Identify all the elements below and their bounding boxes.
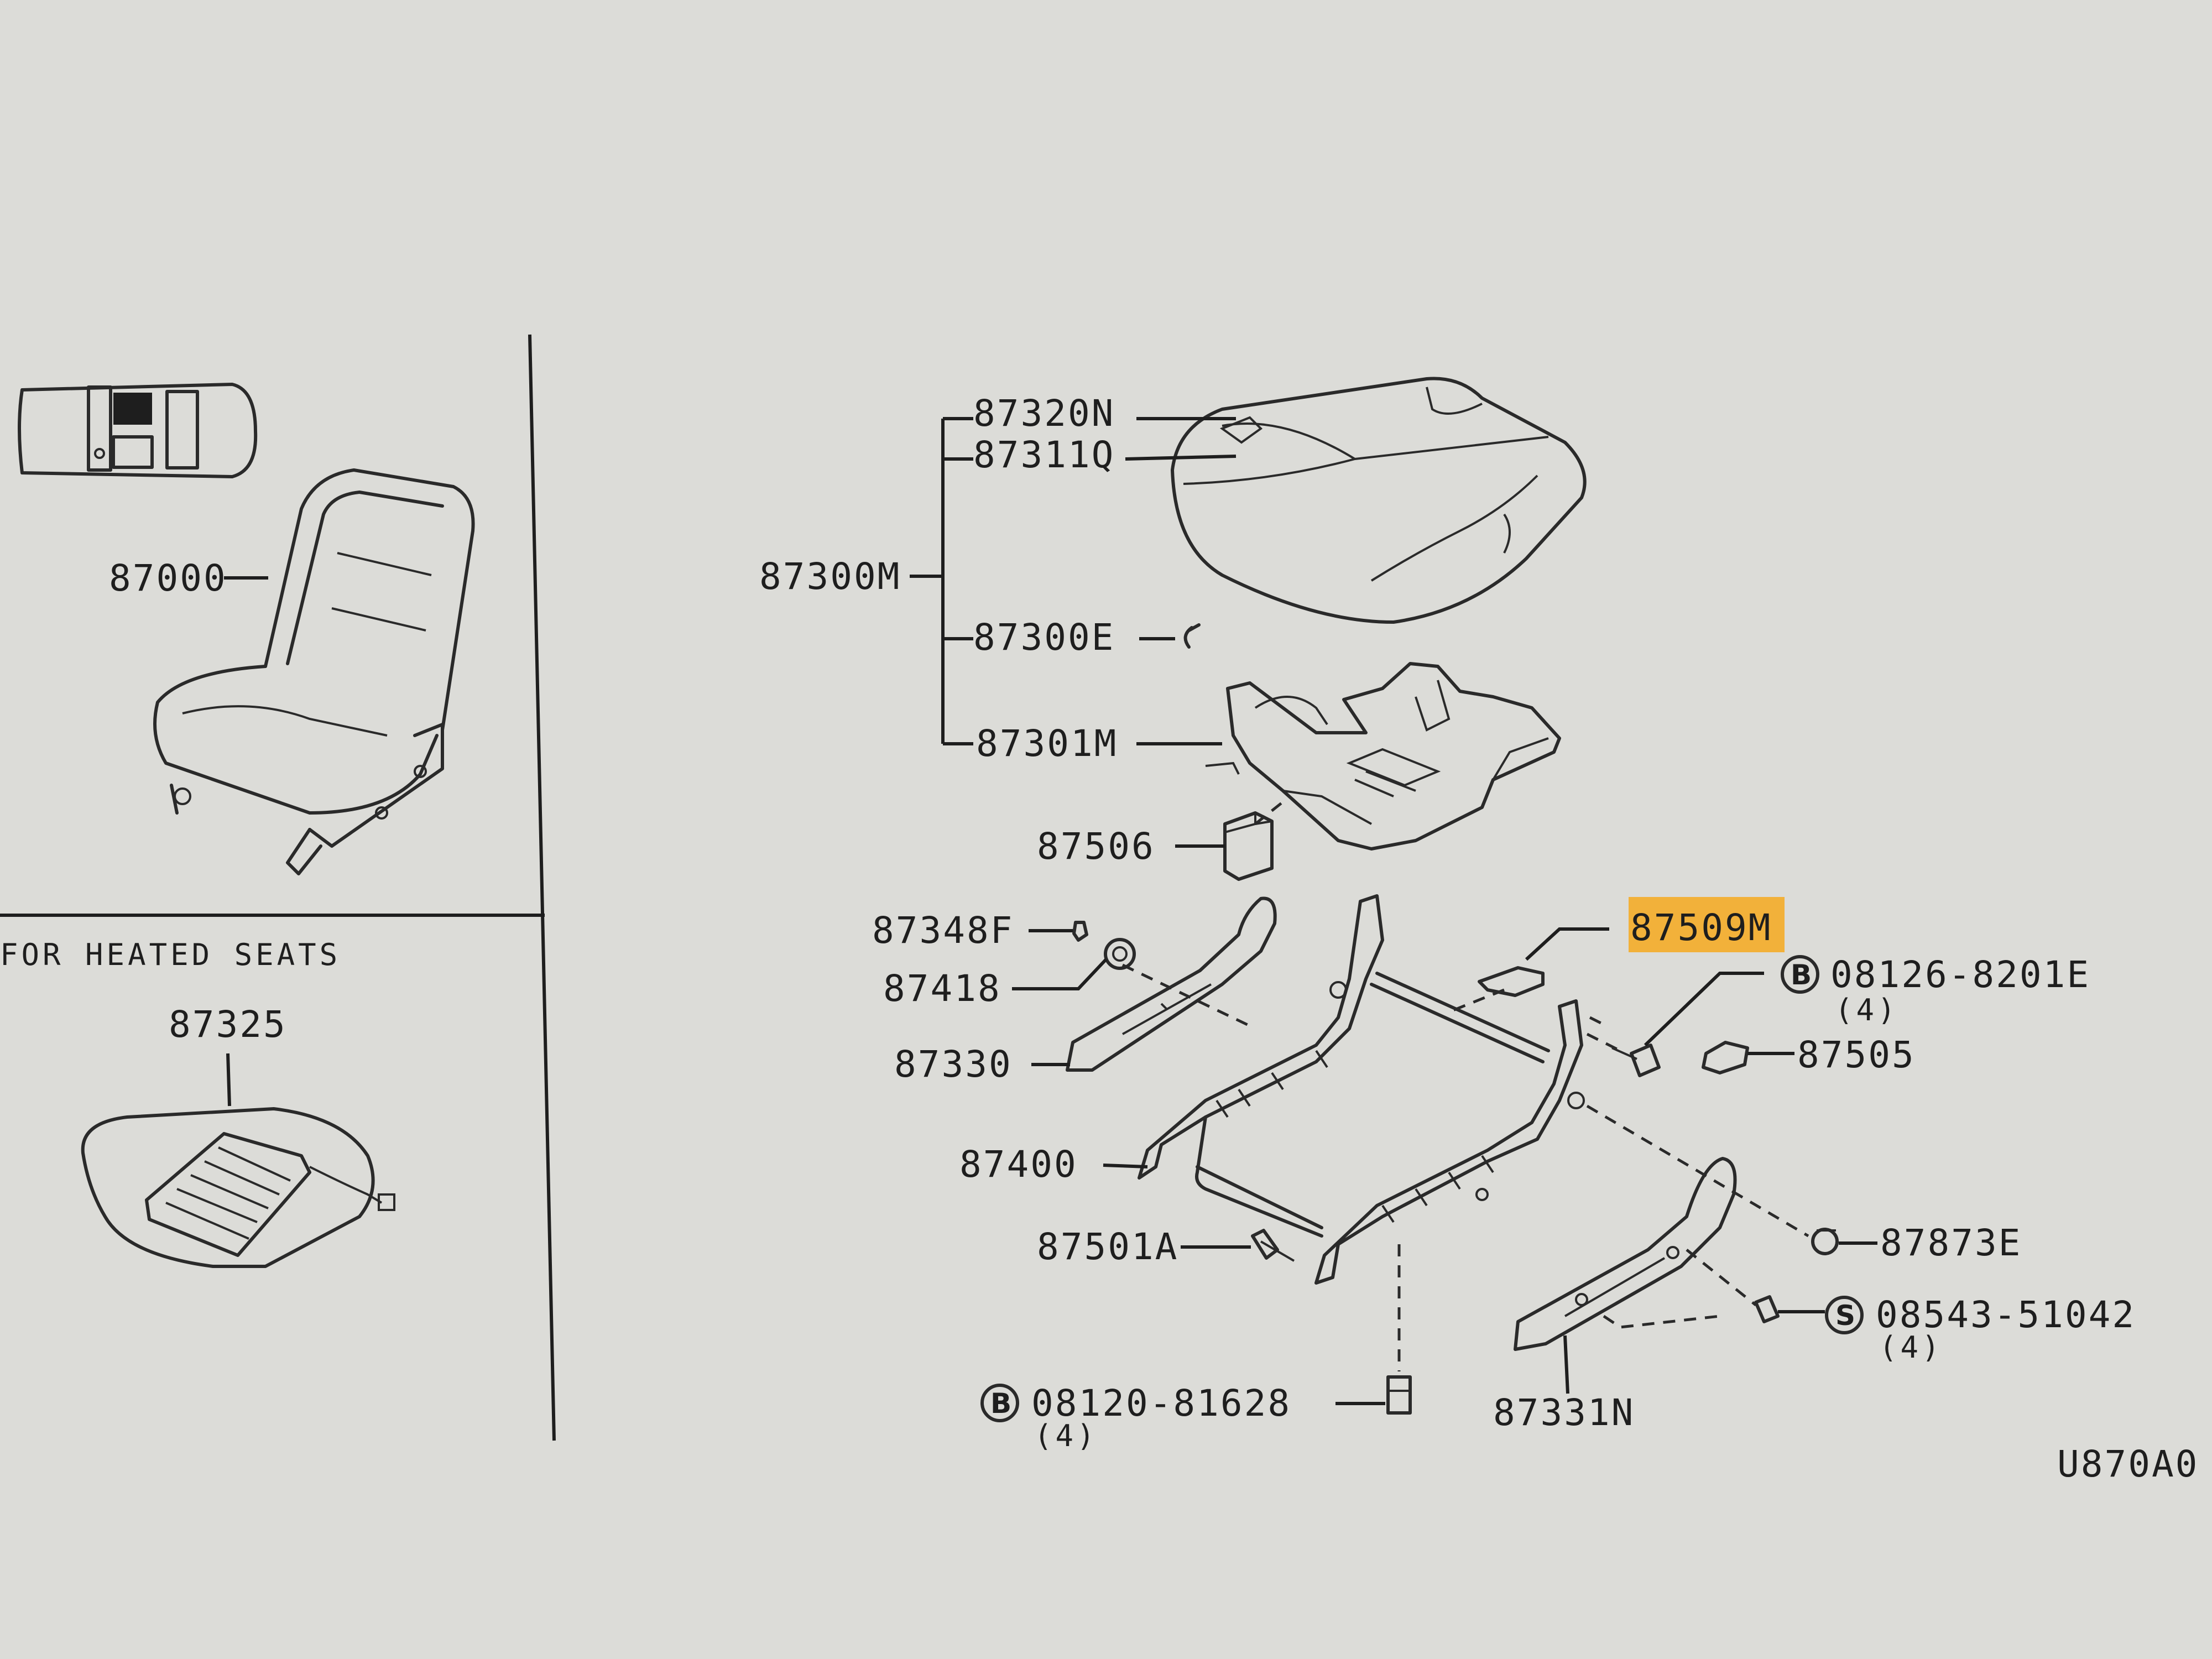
dash-87509M (1448, 988, 1505, 1014)
leader-87418 (1012, 958, 1108, 990)
screw-symbol-letter-08543: S (1835, 1300, 1855, 1332)
bolt-symbol-letter-08126: B (1791, 959, 1812, 991)
screw-symbol-circle-08543 (1825, 1296, 1864, 1334)
seat-assembly-illustration (153, 468, 475, 875)
qty-08120: (4) (1034, 1418, 1098, 1453)
leader-87400 (1103, 1164, 1148, 1168)
label-87873E: 87873E (1880, 1222, 2022, 1264)
part-87501A-icon (1251, 1229, 1295, 1262)
part-87509M-icon (1478, 966, 1545, 997)
heater-pad-illustration (81, 1107, 395, 1268)
bracket-87331N-illustration (1514, 1157, 1737, 1351)
highlight-87509M (1629, 897, 1785, 952)
leader-87325 (226, 1053, 231, 1107)
seat-slide-frame-87400 (1138, 894, 1585, 1285)
seat-cushion-trim-illustration (1171, 377, 1587, 624)
vertical-divider-line (528, 334, 556, 1441)
label-87300E: 87300E (973, 616, 1115, 659)
label-87400: 87400 (959, 1143, 1078, 1186)
qty-08126: (4) (1835, 993, 1899, 1027)
car-location-icon (18, 383, 258, 478)
bolt-symbol-circle-08120 (980, 1384, 1019, 1422)
label-87325: 87325 (169, 1003, 287, 1046)
part-87873E-icon (1811, 1228, 1839, 1255)
heated-seats-note: FOR HEATED SEATS (0, 937, 341, 972)
clip-87300E-icon (1183, 623, 1201, 649)
part-87418-icon (1104, 938, 1136, 970)
label-87300M: 87300M (759, 555, 901, 598)
dash-87506 (1254, 801, 1284, 825)
label-87331N: 87331N (1493, 1391, 1635, 1434)
dash-08543 (1686, 1249, 1757, 1306)
label-87330: 87330 (894, 1043, 1013, 1086)
label-87505: 87505 (1797, 1034, 1916, 1076)
label-08126-8201E: 08126-8201E (1830, 953, 2090, 996)
label-87000: 87000 (109, 557, 227, 599)
dash-87418 (1121, 963, 1251, 1027)
leader-87331N (1563, 1335, 1569, 1394)
label-08120-81628: 08120-81628 (1031, 1382, 1291, 1425)
diagram-code: U870A0 (2057, 1443, 2199, 1485)
label-87501A: 87501A (1037, 1225, 1178, 1268)
bolt-08120-icon (1386, 1375, 1412, 1415)
seat-cushion-pad-illustration (1205, 662, 1561, 851)
bolt-symbol-circle-08126 (1781, 955, 1819, 994)
leader-08126 (1644, 972, 1764, 1047)
leader-87509M (1525, 927, 1609, 961)
label-87348F: 87348F (872, 909, 1014, 952)
part-87506-illustration (1223, 811, 1274, 881)
dash-87331N (1603, 1314, 1720, 1329)
bolt-08126-icon (1611, 1044, 1661, 1077)
part-87348F-icon (1072, 921, 1088, 942)
label-87301M: 87301M (976, 722, 1118, 765)
screw-08543-icon (1754, 1295, 1780, 1323)
qty-08543: (4) (1879, 1330, 1943, 1365)
label-87320N: 87320N (973, 392, 1115, 435)
dash-87873E (1586, 1104, 1809, 1238)
bracket-87330-illustration (1066, 896, 1277, 1072)
dash-87505 (1589, 1016, 1608, 1027)
leader-87311Q (1125, 455, 1237, 461)
label-08543-51042: 08543-51042 (1876, 1293, 2136, 1336)
label-87509M: 87509M (1630, 906, 1772, 949)
bolt-symbol-letter-08120: B (990, 1387, 1011, 1420)
label-87311Q: 87311Q (973, 434, 1115, 476)
bracket-87300M (910, 417, 973, 745)
part-87505-icon (1702, 1041, 1749, 1074)
label-87506: 87506 (1037, 825, 1155, 868)
label-87418: 87418 (883, 967, 1001, 1010)
dash-08126 (1586, 1032, 1621, 1052)
